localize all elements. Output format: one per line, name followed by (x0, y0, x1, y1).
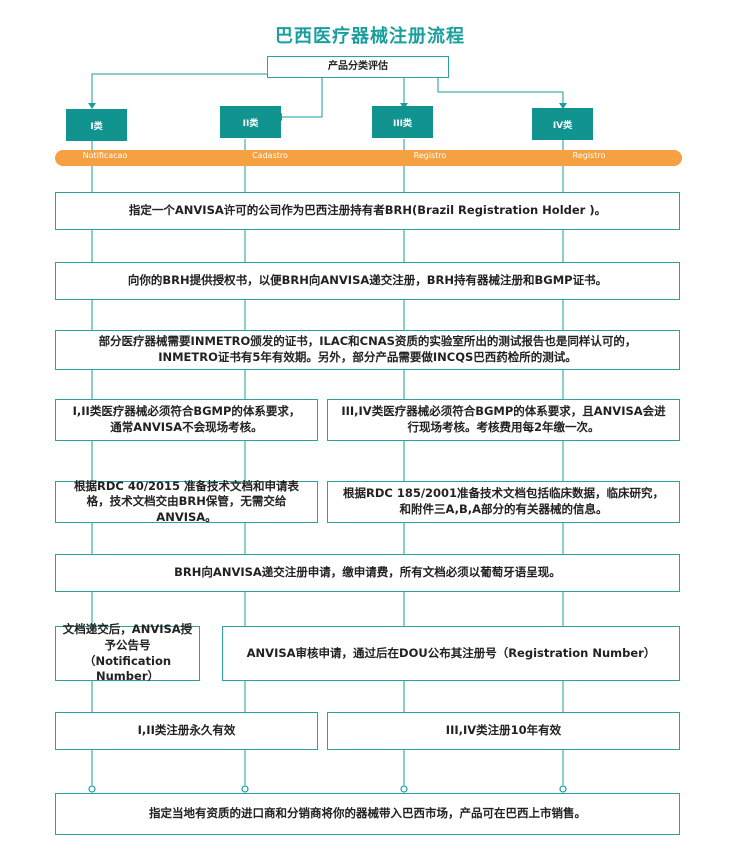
step-brh-appoint: 指定一个ANVISA许可的公司作为巴西注册持有者BRH(Brazil Regis… (55, 192, 680, 230)
connector-line (437, 78, 564, 104)
step-docs-low: 根据RDC 40/2015 准备技术文档和申请表格，技术文档交由BRH保管，无需… (55, 479, 318, 524)
step-notification-number: 文档递交后，ANVISA授予公告号（Notification Number） (55, 622, 200, 683)
class-1-box: I类 (66, 109, 127, 141)
step-submit: BRH向ANVISA递交注册申请，缴申请费，所有文档必须以葡萄牙语呈现。 (55, 554, 680, 592)
step-inmetro: 部分医疗器械需要INMETRO颁发的证书，ILAC和CNAS资质的实验室所出的测… (55, 330, 680, 370)
pathway-label-3: Registro (413, 151, 447, 160)
step-authorization: 向你的BRH提供授权书，以便BRH向ANVISA递交注册，BRH持有器械注册和B… (55, 262, 680, 300)
pathway-band (55, 150, 682, 166)
step-validity-high: III,IV类注册10年有效 (327, 712, 680, 750)
class-4-box: IV类 (532, 108, 593, 140)
step-market: 指定当地有资质的进口商和分销商将你的器械带入巴西市场，产品可在巴西上市销售。 (55, 793, 680, 835)
connector-line (281, 78, 323, 118)
connector-line (91, 73, 268, 104)
page-title: 巴西医疗器械注册流程 (275, 26, 465, 47)
step-bgmp-high: III,IV类医疗器械必须符合BGMP的体系要求，且ANVISA会进行现场考核。… (327, 399, 680, 441)
start-box: 产品分类评估 (267, 56, 449, 78)
class-2-box: II类 (220, 106, 281, 138)
pathway-label-4: Registro (572, 151, 606, 160)
step-docs-high: 根据RDC 185/2001准备技术文档包括临床数据，临床研究，和附件三A,B,… (327, 481, 680, 523)
step-validity-low: I,II类注册永久有效 (55, 712, 318, 750)
pathway-label-1: Notificacao (82, 151, 128, 160)
pathway-label-2: Cadastro (252, 151, 288, 160)
class-3-box: III类 (372, 106, 433, 138)
step-registration-number: ANVISA审核申请，通过后在DOU公布其注册号（Registration Nu… (222, 626, 680, 681)
step-bgmp-low: I,II类医疗器械必须符合BGMP的体系要求，通常ANVISA不会现场考核。 (55, 399, 318, 441)
